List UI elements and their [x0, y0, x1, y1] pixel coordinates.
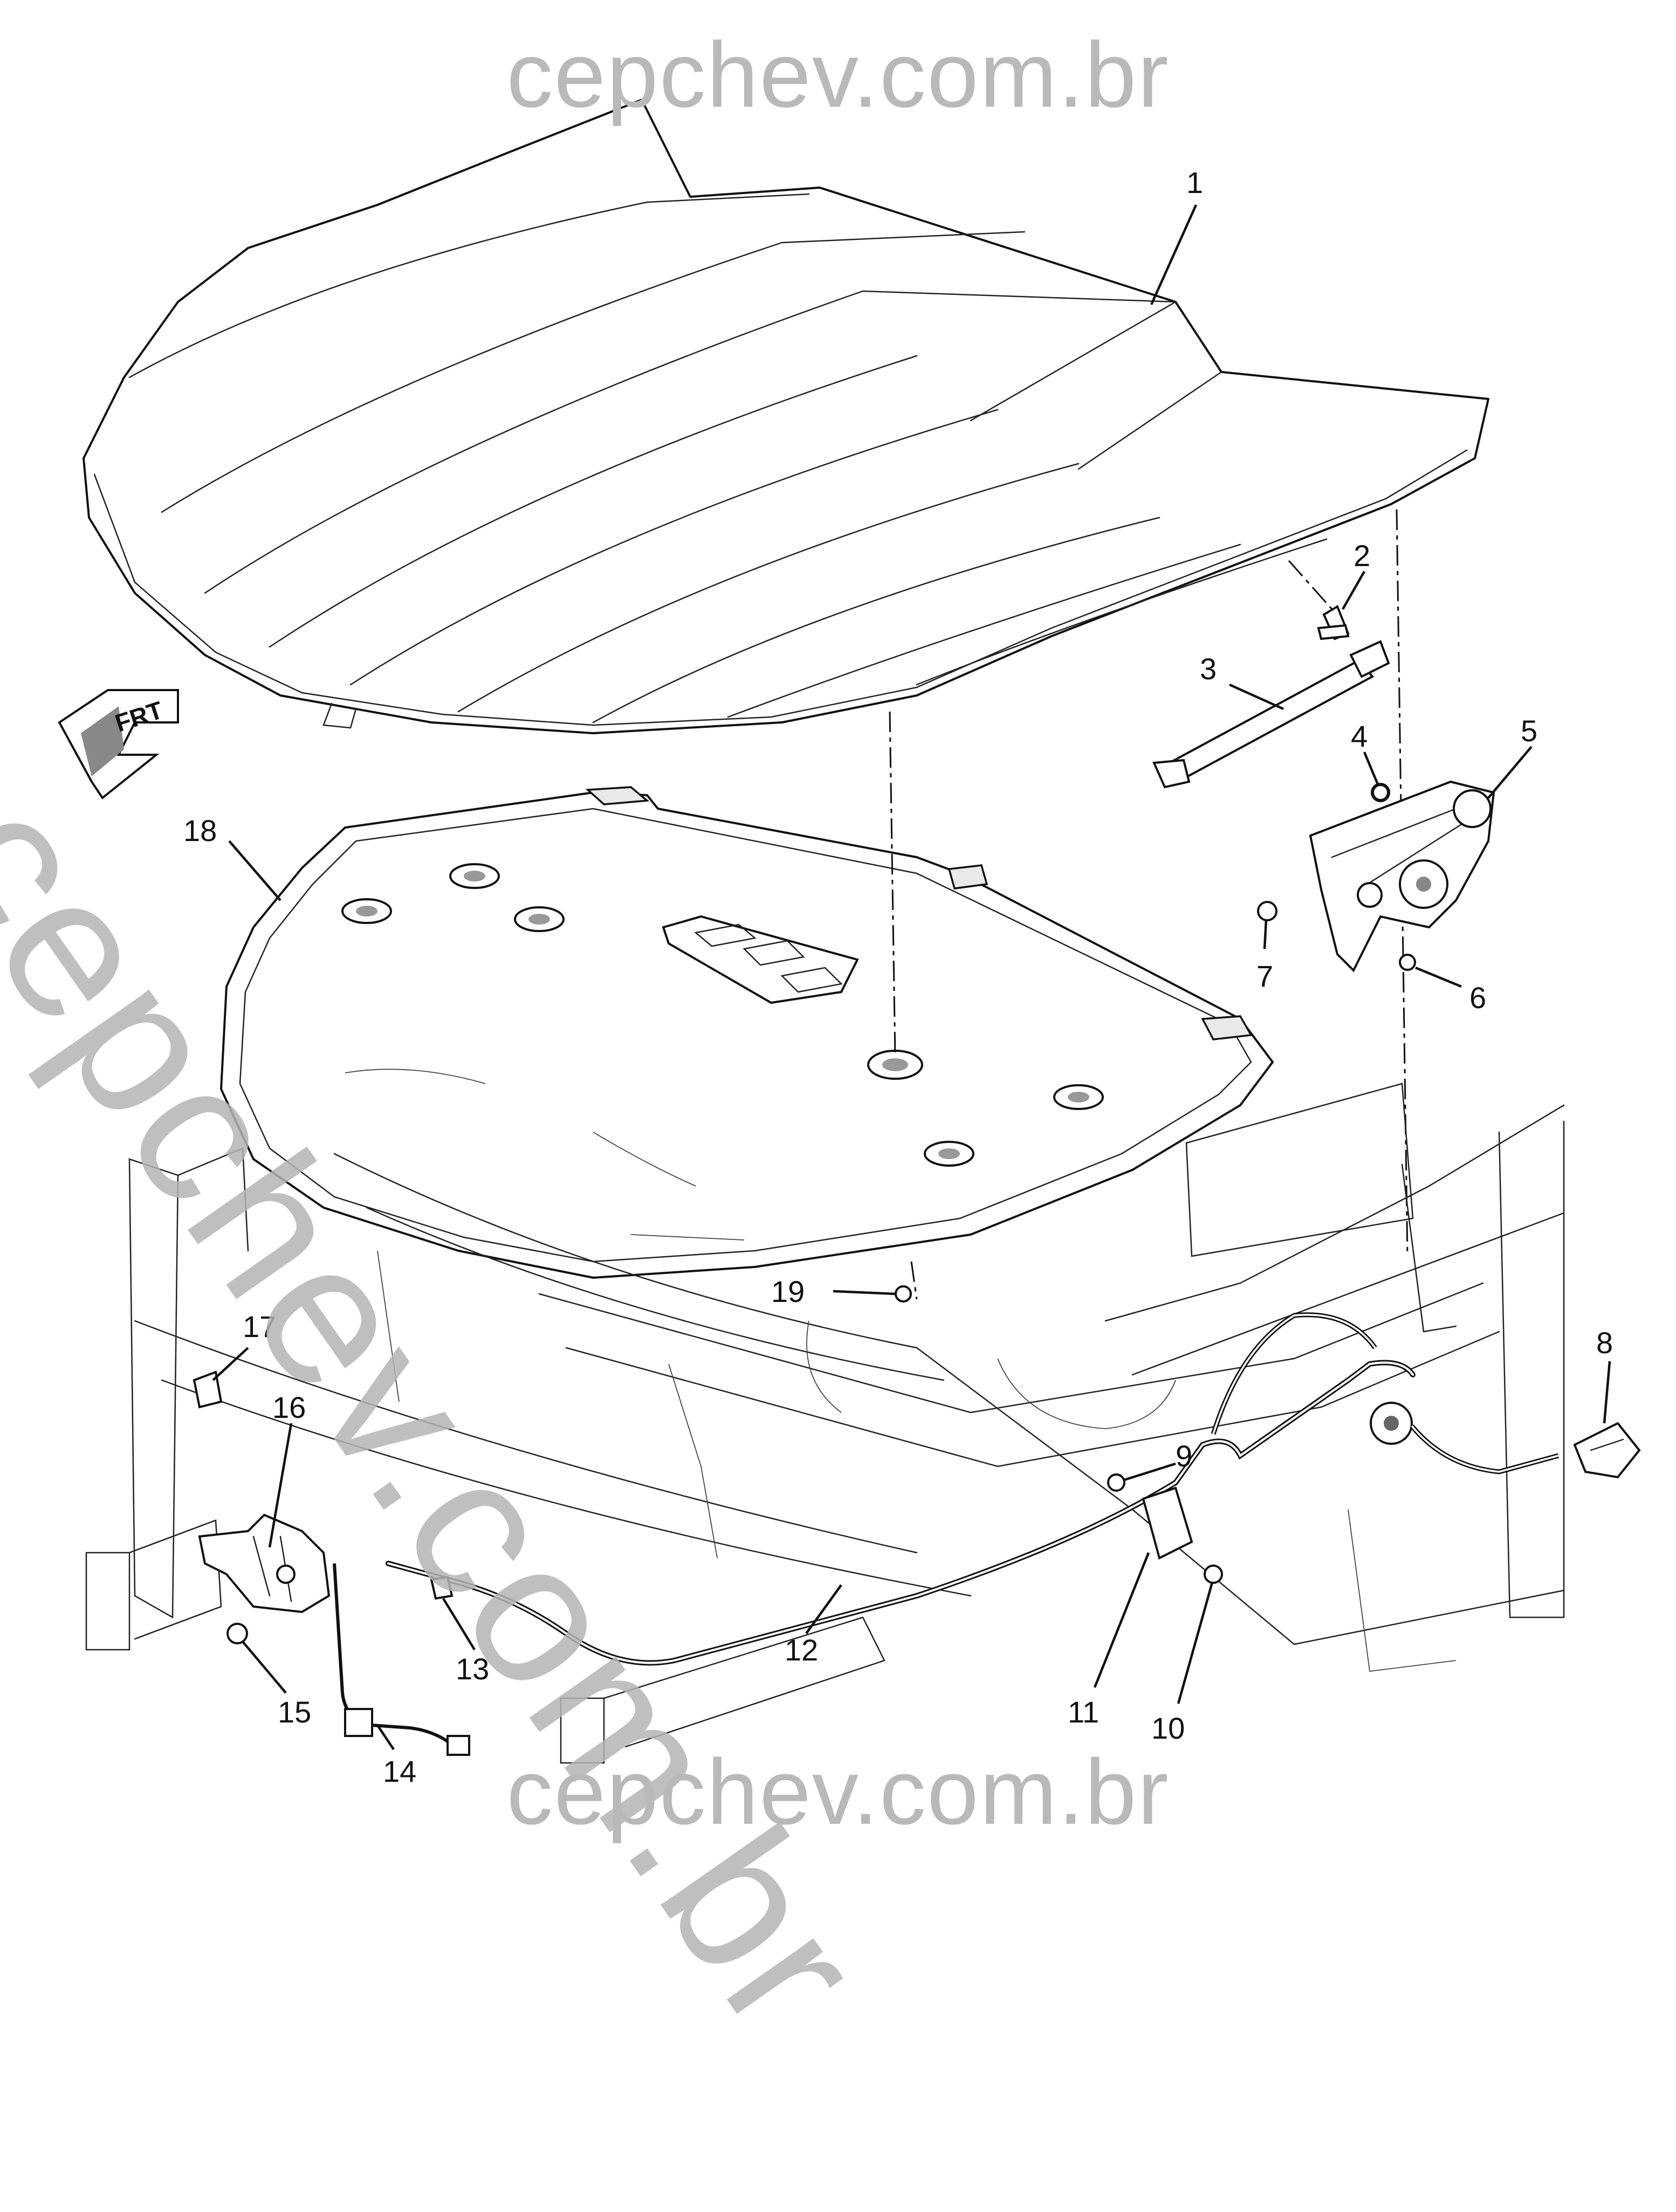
hood-latch [198, 1513, 331, 1614]
latch-clip [430, 1575, 454, 1600]
callout-4: 4 [1351, 719, 1368, 753]
callout-2: 2 [1354, 539, 1370, 573]
hinge-nut [1399, 954, 1416, 971]
cable-retainer [1107, 1473, 1125, 1492]
callout-15: 15 [278, 1695, 311, 1729]
callout-14: 14 [383, 1754, 416, 1788]
callout-3: 3 [1200, 652, 1217, 686]
callout-16: 16 [272, 1390, 306, 1424]
watermark-bottom: cepchev.com.br [506, 1740, 1170, 1844]
watermark-top: cepchev.com.br [506, 23, 1170, 127]
callout-7: 7 [1256, 959, 1273, 993]
hood-release-handle [1573, 1422, 1641, 1479]
alignment-line [910, 1261, 918, 1300]
insulator-retainer [895, 1285, 912, 1303]
latch-wiring-harness [333, 1563, 470, 1756]
hood-insulator [220, 786, 1274, 1279]
bracket-nut [1204, 1565, 1223, 1584]
cable-bracket [1142, 1486, 1193, 1560]
hood-panel [83, 99, 1489, 734]
callout-11: 11 [1068, 1695, 1099, 1729]
body-structure [85, 1083, 1565, 1764]
callout-9: 9 [1176, 1439, 1192, 1473]
callout-12: 12 [785, 1633, 818, 1667]
hinge-bolt [1257, 901, 1277, 921]
alignment-line [1288, 560, 1333, 610]
callout-13: 13 [456, 1652, 489, 1686]
exploded-parts-diagram: FRT [58, 99, 1641, 1788]
callout-17: 17 [243, 1310, 276, 1343]
callout-6: 6 [1469, 981, 1486, 1015]
callout-19: 19 [771, 1274, 805, 1308]
latch-bolt [226, 1623, 248, 1644]
hinge-nut [1372, 784, 1389, 801]
callout-1: 1 [1186, 166, 1203, 199]
front-direction-arrow-icon: FRT [58, 689, 179, 800]
callout-5: 5 [1521, 714, 1537, 748]
alignment-line [889, 711, 896, 1057]
hood-bumper [193, 1370, 223, 1409]
callout-10: 10 [1151, 1711, 1185, 1745]
callout-8: 8 [1596, 1326, 1613, 1360]
callout-leaders [212, 204, 1611, 1751]
callout-18: 18 [183, 814, 217, 847]
hood-strut [1152, 640, 1390, 789]
hood-bolt [1317, 605, 1350, 640]
hood-hinge [1309, 780, 1495, 973]
